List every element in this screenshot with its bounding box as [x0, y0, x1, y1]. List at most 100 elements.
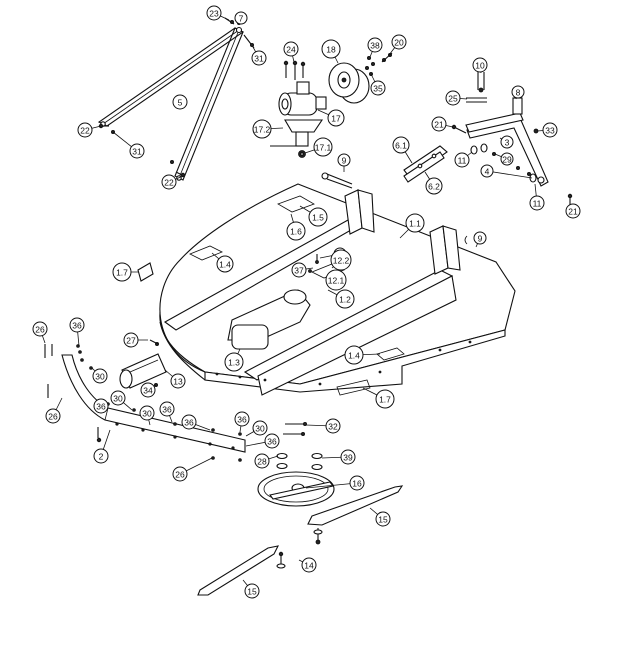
- callout-label: 35: [373, 84, 383, 94]
- callout-17-2: 17.2: [252, 119, 272, 139]
- callout-9: 9: [337, 153, 351, 167]
- callout-label: 29: [502, 155, 512, 165]
- callout-1-2: 1.2: [335, 289, 355, 309]
- callout-label: 31: [254, 54, 264, 64]
- callout-35: 35: [370, 80, 386, 96]
- callout-label: 26: [35, 325, 45, 335]
- callout-17: 17: [327, 109, 345, 127]
- callout-label: 26: [48, 412, 58, 422]
- callout-bubble: [139, 405, 155, 421]
- callout-bubble: [251, 50, 267, 66]
- hitch-bracket: [465, 72, 549, 187]
- callout-bubble: [321, 39, 341, 59]
- callout-label: 39: [343, 453, 353, 463]
- callout-label: 16: [352, 479, 362, 489]
- callout-label: 30: [142, 409, 152, 419]
- callout-label: 36: [72, 321, 82, 331]
- callout-label: 23: [209, 9, 219, 19]
- callout-bubble: [170, 373, 186, 389]
- callout-bubble: [244, 583, 260, 599]
- callout-bubble: [283, 41, 299, 57]
- callout-label: 37: [294, 266, 304, 276]
- callout-36: 36: [234, 411, 250, 427]
- callout-10: 10: [472, 57, 488, 73]
- callout-23: 23: [206, 5, 222, 21]
- callout-label: 27: [126, 336, 136, 346]
- callout-1-5: 1.5: [308, 207, 328, 227]
- callout-bubble: [391, 34, 407, 50]
- callout-bubble: [480, 164, 494, 178]
- callout-label: 12.2: [333, 256, 350, 266]
- callout-label: 12.1: [328, 276, 345, 286]
- callout-bubble: [337, 153, 351, 167]
- callout-5: 5: [172, 94, 188, 110]
- driveshaft-coupler: [119, 339, 167, 389]
- callout-label: 30: [113, 394, 123, 404]
- callout-4: 4: [480, 164, 494, 178]
- callout-1-4: 1.4: [344, 345, 364, 365]
- callout-39: 39: [340, 449, 356, 465]
- callout-bubble: [123, 332, 139, 348]
- callout-label: 36: [237, 415, 247, 425]
- callout-38: 38: [367, 37, 383, 53]
- callout-20: 20: [391, 34, 407, 50]
- callout-37: 37: [291, 262, 307, 278]
- callout-label: 15: [247, 587, 257, 597]
- callout-11: 11: [529, 195, 545, 211]
- callout-8: 8: [511, 85, 525, 99]
- callout-bubble: [224, 352, 244, 372]
- callout-label: 17.2: [254, 125, 271, 135]
- callout-1-7: 1.7: [375, 389, 395, 409]
- callout-bubble: [93, 398, 109, 414]
- callout-26: 26: [32, 321, 48, 337]
- callout-14: 14: [301, 557, 317, 573]
- callout-label: 28: [257, 457, 267, 467]
- callout-label: 30: [95, 372, 105, 382]
- callout-bubble: [69, 317, 85, 333]
- callout-bubble: [181, 414, 197, 430]
- callout-bubble: [216, 255, 234, 273]
- callout-bubble: [264, 433, 280, 449]
- side-plates: [403, 124, 573, 206]
- callout-label: 1.3: [228, 358, 240, 368]
- callout-bubble: [45, 408, 61, 424]
- callout-label: 36: [267, 437, 277, 447]
- callout-bubble: [425, 177, 443, 195]
- callout-15: 15: [244, 583, 260, 599]
- callout-7: 7: [234, 11, 248, 25]
- callout-bubble: [370, 80, 386, 96]
- callout-label: 21: [434, 120, 444, 130]
- callout-leader: [305, 482, 358, 489]
- a-frame-arms: [97, 26, 245, 181]
- callout-label: 22: [164, 178, 174, 188]
- callout-6-2: 6.2: [425, 177, 443, 195]
- callout-26: 26: [45, 408, 61, 424]
- guard-bolts: [44, 344, 242, 462]
- callout-bubble: [291, 262, 307, 278]
- callout-9: 9: [473, 231, 487, 245]
- callout-label: 10: [475, 61, 485, 71]
- callout-bubble: [529, 195, 545, 211]
- callout-36: 36: [93, 398, 109, 414]
- callout-label: 1.4: [348, 351, 360, 361]
- callout-21: 21: [565, 203, 581, 219]
- callout-bubble: [92, 368, 108, 384]
- callout-bubble: [349, 475, 365, 491]
- callout-label: 9: [478, 234, 483, 244]
- callout-bubble: [454, 152, 470, 168]
- callout-label: 1.4: [219, 260, 231, 270]
- callout-bubble: [500, 152, 514, 166]
- callout-label: 24: [286, 45, 296, 55]
- callout-30: 30: [139, 405, 155, 421]
- callout-bubble: [234, 11, 248, 25]
- callout-label: 6.2: [428, 182, 440, 192]
- callout-label: 17: [331, 114, 341, 124]
- callout-bubble: [172, 466, 188, 482]
- callout-28: 28: [254, 453, 270, 469]
- callout-15: 15: [375, 511, 391, 527]
- callout-21: 21: [431, 116, 447, 132]
- callout-bubble: [252, 119, 272, 139]
- callout-bubble: [330, 249, 352, 271]
- callout-bubble: [511, 85, 525, 99]
- callout-label: 17.1: [315, 143, 332, 153]
